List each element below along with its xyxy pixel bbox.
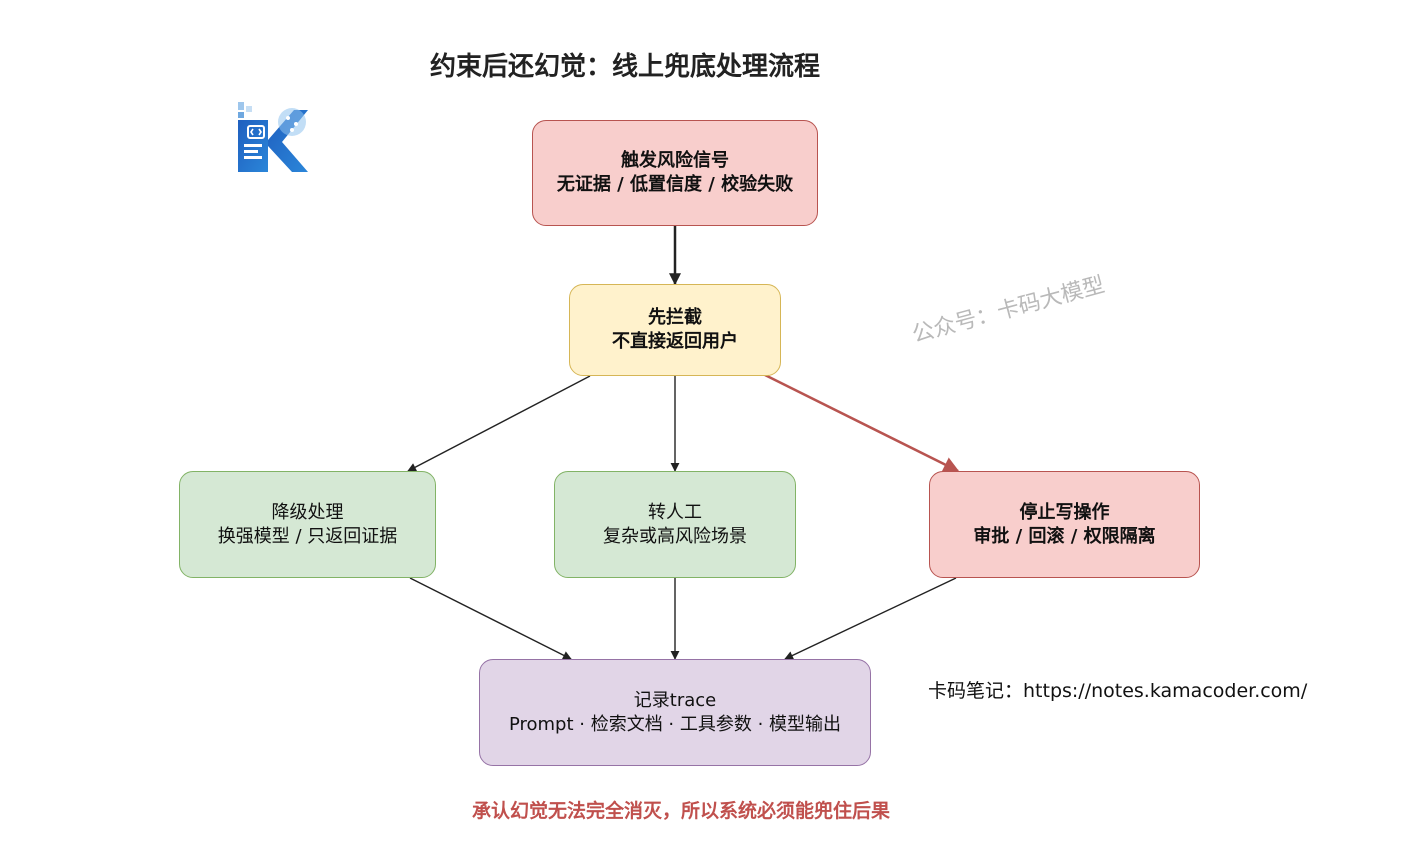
node-degrade-title: 降级处理 [271, 501, 344, 523]
node-stop-write-detail: 审批 / 回滚 / 权限隔离 [973, 525, 1156, 547]
node-trigger: 触发风险信号 无证据 / 低置信度 / 校验失败 [532, 120, 818, 226]
site-note: 卡码笔记：https://notes.kamacoder.com/ [928, 680, 1308, 702]
node-degrade-detail: 换强模型 / 只返回证据 [217, 525, 398, 547]
node-trace-detail: Prompt · 检索文档 · 工具参数 · 模型输出 [508, 713, 842, 735]
node-trigger-title: 触发风险信号 [621, 150, 729, 171]
node-intercept-detail: 不直接返回用户 [612, 331, 738, 352]
node-manual-title: 转人工 [648, 501, 702, 523]
node-trace-title: 记录trace [633, 689, 717, 711]
node-intercept-title: 先拦截 [648, 307, 702, 328]
kamacoder-logo-icon [238, 102, 308, 172]
node-degrade: 降级处理 换强模型 / 只返回证据 [179, 471, 436, 578]
diagram-title: 约束后还幻觉：线上兜底处理流程 [430, 52, 821, 82]
node-stop-write: 停止写操作 审批 / 回滚 / 权限隔离 [929, 471, 1200, 578]
footer-note: 承认幻觉无法完全消灭，所以系统必须能兜住后果 [472, 800, 891, 822]
node-manual-detail: 复杂或高风险场景 [603, 525, 747, 547]
edge-degrade-to-trace [409, 577, 572, 660]
node-trigger-detail: 无证据 / 低置信度 / 校验失败 [556, 174, 794, 195]
node-trace: 记录trace Prompt · 检索文档 · 工具参数 · 模型输出 [479, 659, 871, 766]
edge-intercept-to-stop-write [764, 373, 960, 473]
edge-stop-write-to-trace [784, 577, 957, 660]
node-stop-write-title: 停止写操作 [1019, 501, 1110, 523]
edge-intercept-to-degrade [407, 375, 591, 472]
node-intercept: 先拦截 不直接返回用户 [569, 284, 781, 376]
node-manual: 转人工 复杂或高风险场景 [554, 471, 796, 578]
